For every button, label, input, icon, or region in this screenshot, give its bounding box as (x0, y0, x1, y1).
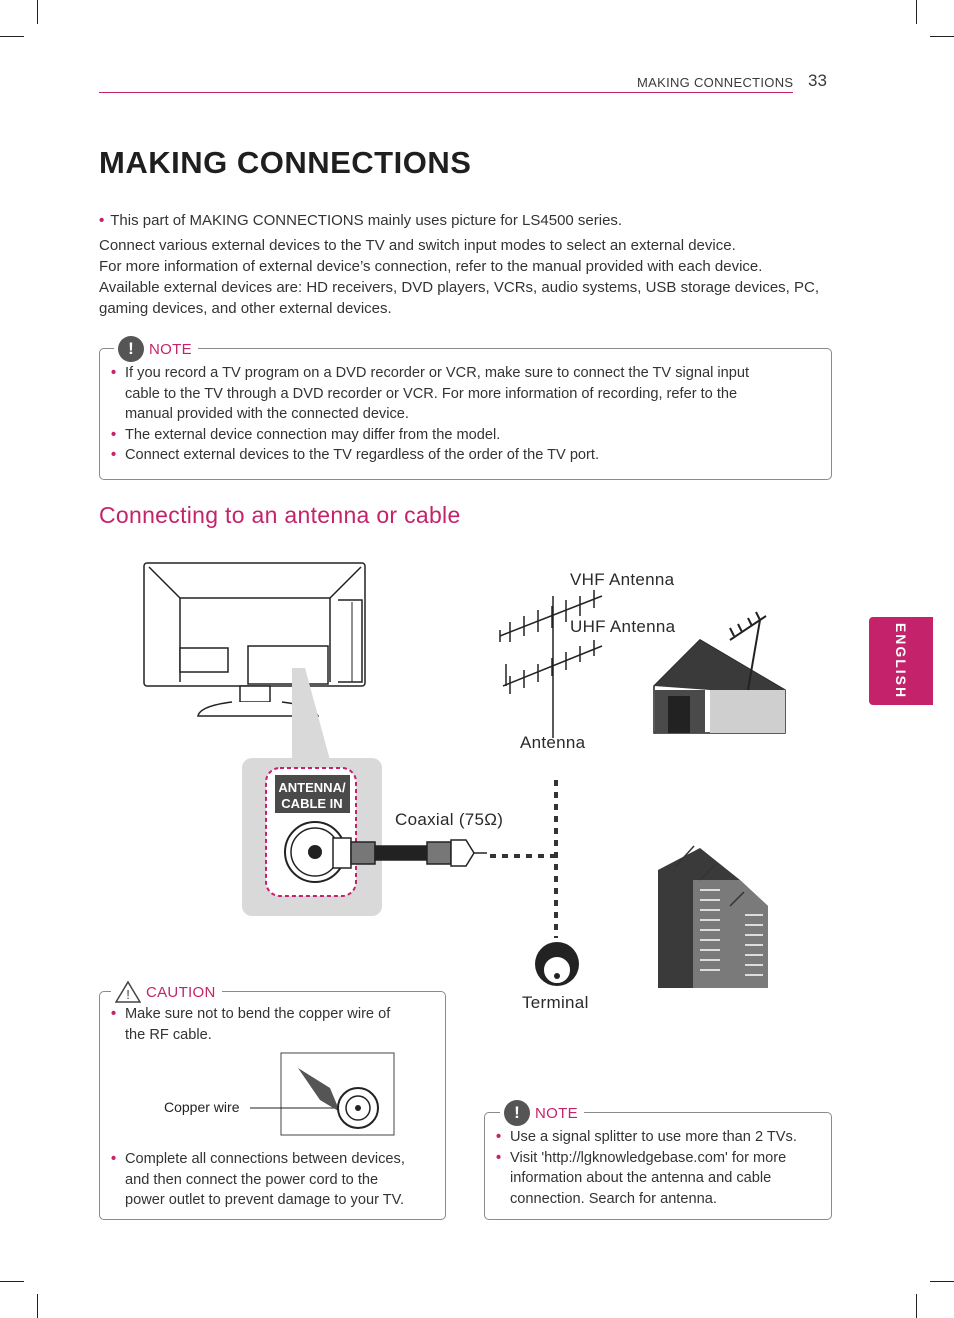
note-item: • Connect external devices to the TV reg… (111, 445, 821, 466)
tv-back-illustration (143, 562, 366, 717)
note-label: ! NOTE (114, 335, 198, 363)
crop-mark (37, 0, 38, 24)
note-item: • If you record a TV program on a DVD re… (111, 363, 821, 425)
intro-line: gaming devices, and other external devic… (99, 300, 392, 317)
running-header: MAKING CONNECTIONS (637, 75, 794, 90)
note-item: • Visit 'http://lgknowledgebase.com' for… (496, 1148, 822, 1210)
note-line: The external device connection may diffe… (125, 426, 501, 443)
caution-line: Make sure not to bend the copper wire of (125, 1006, 391, 1022)
note-box (99, 348, 832, 480)
copper-wire-label: Copper wire (164, 1099, 240, 1115)
note-line: cable to the TV through a DVD recorder o… (125, 385, 738, 402)
crop-mark (916, 0, 917, 24)
building-icon (658, 845, 768, 988)
vhf-antenna-label: VHF Antenna (570, 570, 675, 589)
note-label-2: ! NOTE (500, 1099, 584, 1127)
intro-bullet-text: This part of MAKING CONNECTIONS mainly u… (110, 212, 623, 229)
crop-mark (0, 36, 24, 37)
copper-wire-illustration (250, 1052, 395, 1136)
port-label-line2: CABLE IN (281, 796, 342, 811)
bullet-icon: • (99, 212, 105, 229)
note-label-text: NOTE (149, 340, 192, 358)
language-tab: ENGLISH (869, 617, 933, 705)
exclamation-icon: ! (504, 1100, 530, 1126)
intro-line: Connect various external devices to the … (99, 237, 736, 254)
caution-label-text: CAUTION (146, 983, 216, 1001)
note-list: • If you record a TV program on a DVD re… (111, 363, 821, 466)
note-list-2: • Use a signal splitter to use more than… (496, 1127, 822, 1209)
callout-pointer (292, 668, 330, 760)
coaxial-label: Coaxial (75Ω) (395, 810, 503, 829)
antenna-icon (499, 590, 603, 738)
antenna-label: Antenna (520, 733, 586, 752)
intro-line: For more information of external device’… (99, 258, 763, 275)
caution-item: • Make sure not to bend the copper wire … (111, 1004, 436, 1045)
note-line: manual provided with the connected devic… (125, 406, 409, 422)
intro-paragraph: Connect various external devices to the … (99, 235, 819, 319)
intro-bullet: • This part of MAKING CONNECTIONS mainly … (99, 210, 622, 231)
header-rule (99, 92, 793, 93)
terminal-label: Terminal (522, 993, 589, 1012)
caution-line: power outlet to prevent damage to your T… (125, 1192, 405, 1208)
note-line: If you record a TV program on a DVD reco… (125, 365, 750, 381)
caution-list-2: • Complete all connections between devic… (111, 1149, 436, 1211)
crop-mark (916, 1294, 917, 1318)
intro-line: Available external devices are: HD recei… (99, 279, 820, 296)
page-number: 33 (808, 71, 827, 90)
exclamation-icon: ! (118, 336, 144, 362)
crop-mark (930, 36, 954, 37)
caution-line: and then connect the power cord to the (125, 1171, 379, 1188)
coaxial-cable-icon (332, 837, 487, 869)
note-line: information about the antenna and cable (510, 1170, 772, 1186)
caution-item: • Complete all connections between devic… (111, 1149, 436, 1211)
caution-label: ! CAUTION (111, 978, 222, 1006)
note-item: • Use a signal splitter to use more than… (496, 1127, 822, 1148)
warning-triangle-icon: ! (115, 980, 141, 1003)
crop-mark (0, 1281, 24, 1282)
note-box-2 (484, 1112, 832, 1220)
note-label-text: NOTE (535, 1104, 578, 1122)
section-title: Connecting to an antenna or cable (99, 502, 461, 528)
crop-mark (37, 1294, 38, 1318)
port-label-box (275, 775, 350, 813)
note-item: • The external device connection may dif… (111, 425, 821, 446)
note-line: Use a signal splitter to use more than 2… (510, 1129, 797, 1145)
note-line: Visit 'http://lgknowledgebase.com' for m… (510, 1149, 787, 1166)
svg-text:!: ! (126, 987, 130, 1002)
port-label-line1: ANTENNA/ (278, 780, 346, 795)
crop-mark (930, 1281, 954, 1282)
caution-line: Complete all connections between devices… (125, 1151, 405, 1167)
terminal-icon (535, 942, 579, 986)
caution-list: • Make sure not to bend the copper wire … (111, 1004, 436, 1045)
note-line: Connect external devices to the TV regar… (125, 447, 600, 463)
house-icon (653, 611, 786, 734)
page-title: MAKING CONNECTIONS (99, 145, 472, 180)
note-line: connection. Search for antenna. (510, 1190, 717, 1207)
uhf-antenna-label: UHF Antenna (570, 617, 676, 636)
caution-line: the RF cable. (125, 1026, 212, 1043)
